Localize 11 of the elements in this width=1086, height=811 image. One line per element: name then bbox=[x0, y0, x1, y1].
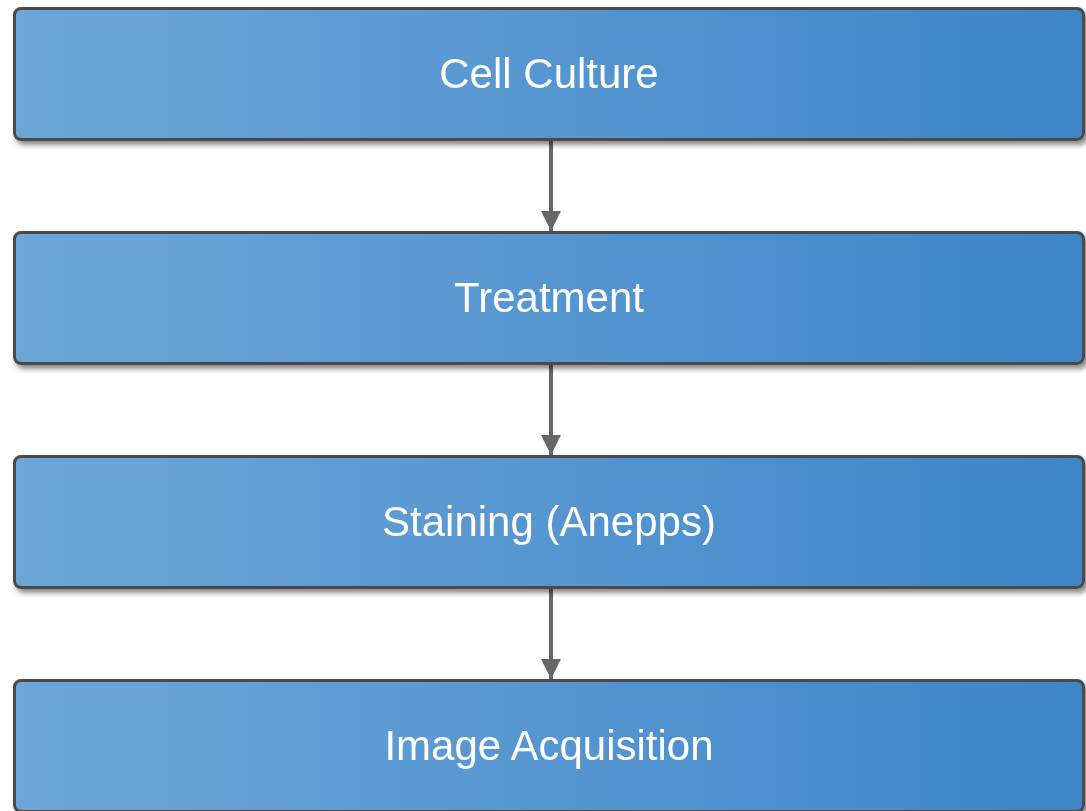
arrow bbox=[541, 365, 561, 455]
arrow bbox=[541, 141, 561, 231]
step-label: Image Acquisition bbox=[384, 722, 714, 770]
process-box bbox=[13, 231, 1085, 365]
step-label: Cell Culture bbox=[439, 50, 659, 98]
process-box bbox=[13, 679, 1085, 811]
process-box bbox=[13, 7, 1085, 141]
step-label: Staining (Anepps) bbox=[382, 498, 716, 546]
step-label: Treatment bbox=[454, 274, 644, 322]
process-box bbox=[13, 455, 1085, 589]
arrow bbox=[541, 589, 561, 679]
